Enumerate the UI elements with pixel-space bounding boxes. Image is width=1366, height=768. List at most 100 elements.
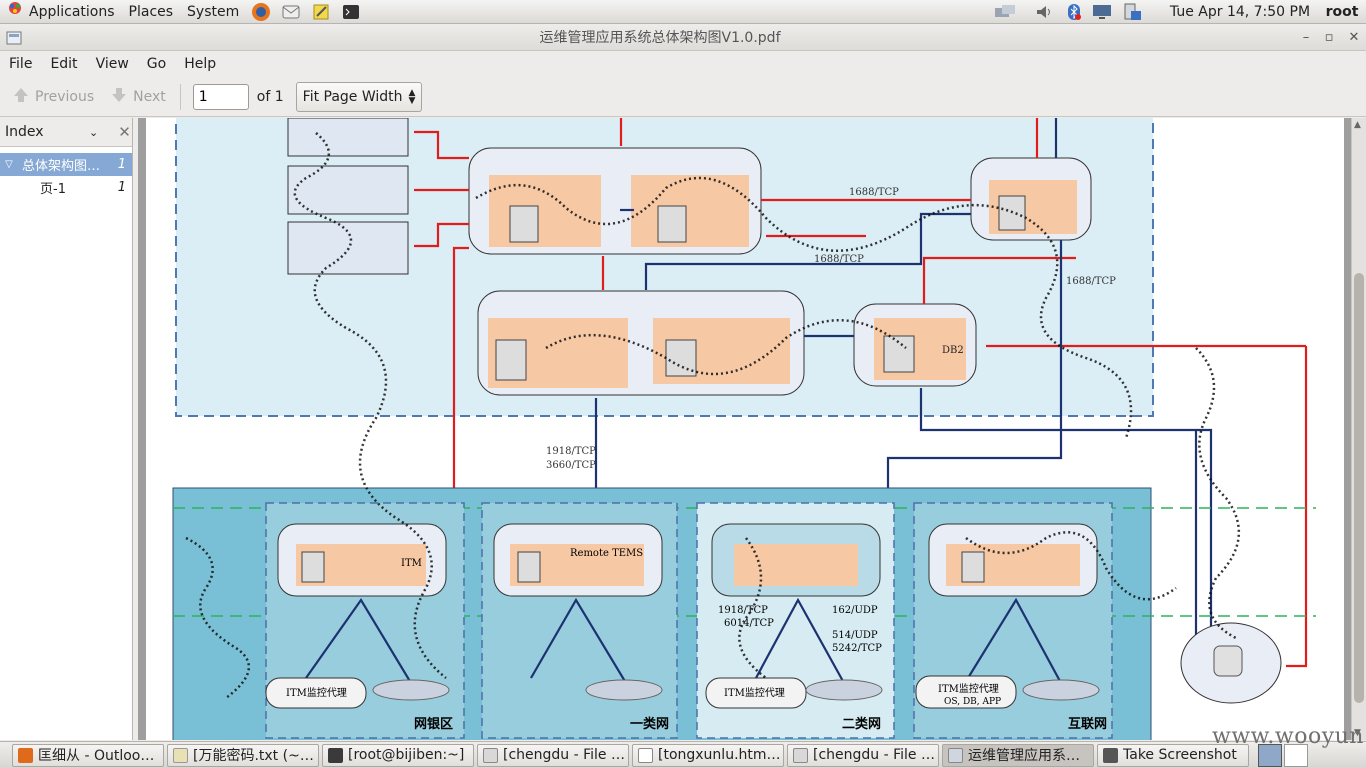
task-pdf-viewer[interactable]: 运维管理应用系… <box>942 743 1094 767</box>
menubar: File Edit View Go Help <box>0 52 1366 76</box>
arrow-down-icon <box>110 86 128 108</box>
printer-tray-icon[interactable] <box>1118 0 1146 24</box>
next-page-button[interactable]: Next <box>102 81 174 113</box>
folder-icon <box>483 747 498 763</box>
task-label: [root@bijiben:~] <box>348 747 465 763</box>
tree-item-page: 1 <box>117 157 126 172</box>
zone-name: 网银区 <box>414 716 453 732</box>
zone-agent-label: ITM监控代理 <box>286 686 347 699</box>
db2-label: DB2 <box>942 345 964 356</box>
top-panel: Applications Places System Tue Apr 14, 7… <box>0 0 1366 24</box>
task-password-txt[interactable]: [万能密码.txt (~… <box>167 743 319 767</box>
page-number-input[interactable] <box>192 83 249 110</box>
scroll-down-icon[interactable]: ▼ <box>1354 728 1361 738</box>
server-icons <box>495 195 1026 381</box>
zoom-select[interactable]: Fit Page Width ▲▼ <box>295 81 423 112</box>
system-label: System <box>187 3 240 20</box>
triangle-down-icon[interactable]: ▽ <box>5 159 13 170</box>
port-label: 1918/TCP <box>546 446 596 457</box>
tree-item-overview[interactable]: ▽ 总体架构图… 1 <box>0 153 132 176</box>
previous-page-button[interactable]: Previous <box>4 81 102 113</box>
gnome-foot-icon <box>7 0 23 24</box>
sidebar: Index ⌄ ✕ ▽ 总体架构图… 1 页-1 1 <box>0 118 133 740</box>
menu-help[interactable]: Help <box>184 56 217 72</box>
scroll-thumb[interactable] <box>1354 273 1364 703</box>
display-tray-icon[interactable] <box>1088 0 1116 24</box>
document-icon <box>638 747 653 763</box>
task-file-browser-2[interactable]: [chengdu - File … <box>787 743 939 767</box>
applications-menu[interactable]: Applications <box>0 0 122 24</box>
minimize-button[interactable]: – <box>1302 30 1310 45</box>
user-menu[interactable]: root <box>1325 4 1359 20</box>
tree-item-page1[interactable]: 页-1 1 <box>0 176 132 199</box>
maximize-button[interactable]: ▫ <box>1324 30 1334 45</box>
zone-port-label: 162/UDP <box>832 605 878 616</box>
next-label: Next <box>133 88 166 105</box>
close-sidebar-icon[interactable]: ✕ <box>118 123 131 141</box>
console-box-1 <box>287 118 409 157</box>
text-file-icon <box>173 747 188 763</box>
task-tongxunlu[interactable]: [tongxunlu.htm… <box>632 743 784 767</box>
chevron-down-icon[interactable]: ⌄ <box>89 125 99 139</box>
menu-go[interactable]: Go <box>146 56 167 72</box>
toolbar: Previous Next of 1 Fit Page Width ▲▼ <box>0 77 1366 117</box>
task-label: [chengdu - File … <box>813 747 935 763</box>
zone-yinhang: ITM ITM监控代理 网银区 <box>265 502 465 739</box>
network-tray-icon[interactable] <box>990 0 1020 24</box>
camera-icon <box>1103 747 1118 763</box>
port-label: 1688/TCP <box>849 187 899 198</box>
previous-label: Previous <box>35 88 95 105</box>
pdf-page: DB2 1688/TCP 168 <box>146 118 1344 740</box>
menu-view[interactable]: View <box>95 56 129 72</box>
sidebar-header: Index ⌄ ✕ <box>0 118 132 147</box>
zoom-value: Fit Page Width <box>302 88 403 105</box>
arrow-up-icon <box>12 86 30 108</box>
zone-port-label: 5242/TCP <box>832 643 882 654</box>
hub-server-a <box>489 175 601 247</box>
task-label: 匡细从 - Outloo… <box>38 748 155 764</box>
scribble-overlay <box>185 132 1241 699</box>
menu-file[interactable]: File <box>9 56 33 72</box>
folder-icon <box>793 747 808 763</box>
zone-port-label: 6014/TCP <box>724 618 774 629</box>
architecture-diagram: DB2 1688/TCP 168 <box>172 118 1316 740</box>
task-terminal[interactable]: [root@bijiben:~] <box>322 743 474 767</box>
red-connectors <box>414 118 1308 668</box>
tree-item-page: 1 <box>117 180 126 195</box>
workspace-switcher[interactable] <box>1258 743 1308 767</box>
terminal-icon <box>328 747 343 763</box>
vertical-scrollbar[interactable]: ▲ ▼ <box>1351 118 1366 740</box>
window-title: 运维管理应用系统总体架构图V1.0.pdf <box>539 30 781 46</box>
zone-agent-label: ITM监控代理 <box>938 682 999 695</box>
task-outlook[interactable]: 匡细从 - Outloo… <box>12 743 164 767</box>
task-label: [万能密码.txt (~… <box>193 748 314 764</box>
terminal-launcher-icon[interactable] <box>336 0 366 24</box>
scroll-up-icon[interactable]: ▲ <box>1354 120 1361 130</box>
close-window-button[interactable]: ✕ <box>1348 30 1360 45</box>
tree-item-label: 页-1 <box>40 182 66 197</box>
zone-name: 二类网 <box>842 716 881 732</box>
firefox-launcher-icon[interactable] <box>246 0 276 24</box>
port-label: 3660/TCP <box>546 460 596 471</box>
places-label: Places <box>128 3 174 20</box>
document-view[interactable]: DB2 1688/TCP 168 <box>138 118 1351 740</box>
notes-launcher-icon[interactable] <box>306 0 336 24</box>
zone-server-label: ITM <box>401 558 422 569</box>
sidebar-mode-select[interactable]: Index <box>5 124 44 140</box>
firefox-icon <box>18 747 33 763</box>
places-menu[interactable]: Places <box>122 0 181 24</box>
navy-connectors <box>594 118 1213 638</box>
console-box-2 <box>287 165 409 215</box>
task-file-browser-1[interactable]: [chengdu - File … <box>477 743 629 767</box>
clock[interactable]: Tue Apr 14, 7:50 PM <box>1169 4 1311 20</box>
task-take-screenshot[interactable]: Take Screenshot <box>1097 743 1249 767</box>
document-viewer-icon <box>6 30 22 50</box>
zone-server-label: Remote TEMS <box>570 548 643 559</box>
mail-launcher-icon[interactable] <box>276 0 306 24</box>
window-titlebar[interactable]: 运维管理应用系统总体架构图V1.0.pdf – ▫ ✕ <box>0 25 1366 51</box>
volume-icon[interactable] <box>1030 0 1058 24</box>
applications-label: Applications <box>29 3 115 20</box>
menu-edit[interactable]: Edit <box>50 56 78 72</box>
bluetooth-icon[interactable] <box>1062 0 1086 24</box>
system-menu[interactable]: System <box>180 0 246 24</box>
